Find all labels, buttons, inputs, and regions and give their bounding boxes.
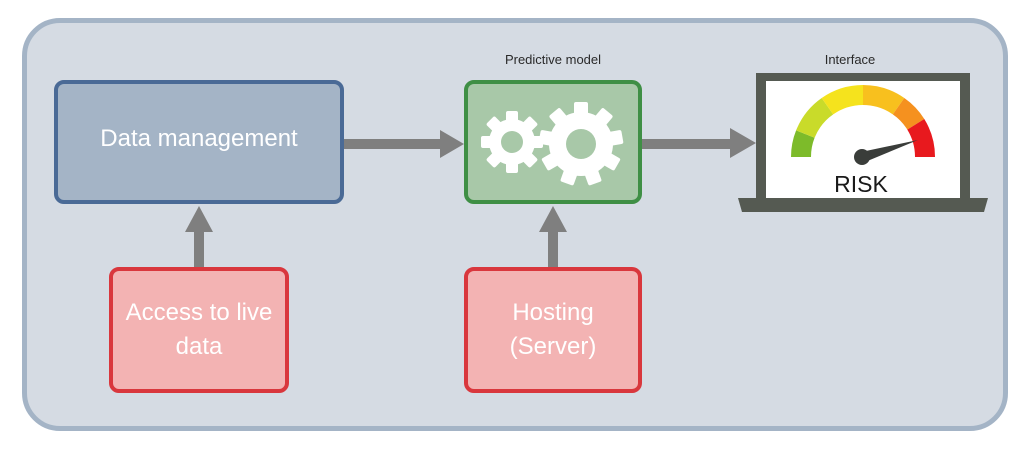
data-management-box: Data management — [54, 80, 344, 204]
predictive-model-caption: Predictive model — [504, 52, 602, 67]
predictive-model-box — [464, 80, 642, 204]
arrow-model-to-interface — [642, 128, 756, 158]
data-management-label: Data management — [100, 125, 298, 152]
hosting-box: Hosting (Server) — [464, 267, 642, 393]
risk-gauge — [791, 84, 936, 165]
access-live-data-box: Access to live data — [109, 267, 289, 393]
risk-label: RISK — [834, 171, 888, 197]
access-live-data-label: Access to live data — [125, 299, 273, 360]
arrow-hosting-to-model — [539, 206, 567, 268]
arrow-access-to-data — [185, 206, 213, 268]
interface-caption: Interface — [824, 52, 876, 67]
arrow-data-to-model — [344, 130, 464, 158]
gauge-needle — [861, 140, 918, 162]
laptop-base — [738, 198, 988, 212]
gears-icon — [481, 102, 624, 186]
hosting-label: Hosting (Server) — [509, 299, 597, 360]
